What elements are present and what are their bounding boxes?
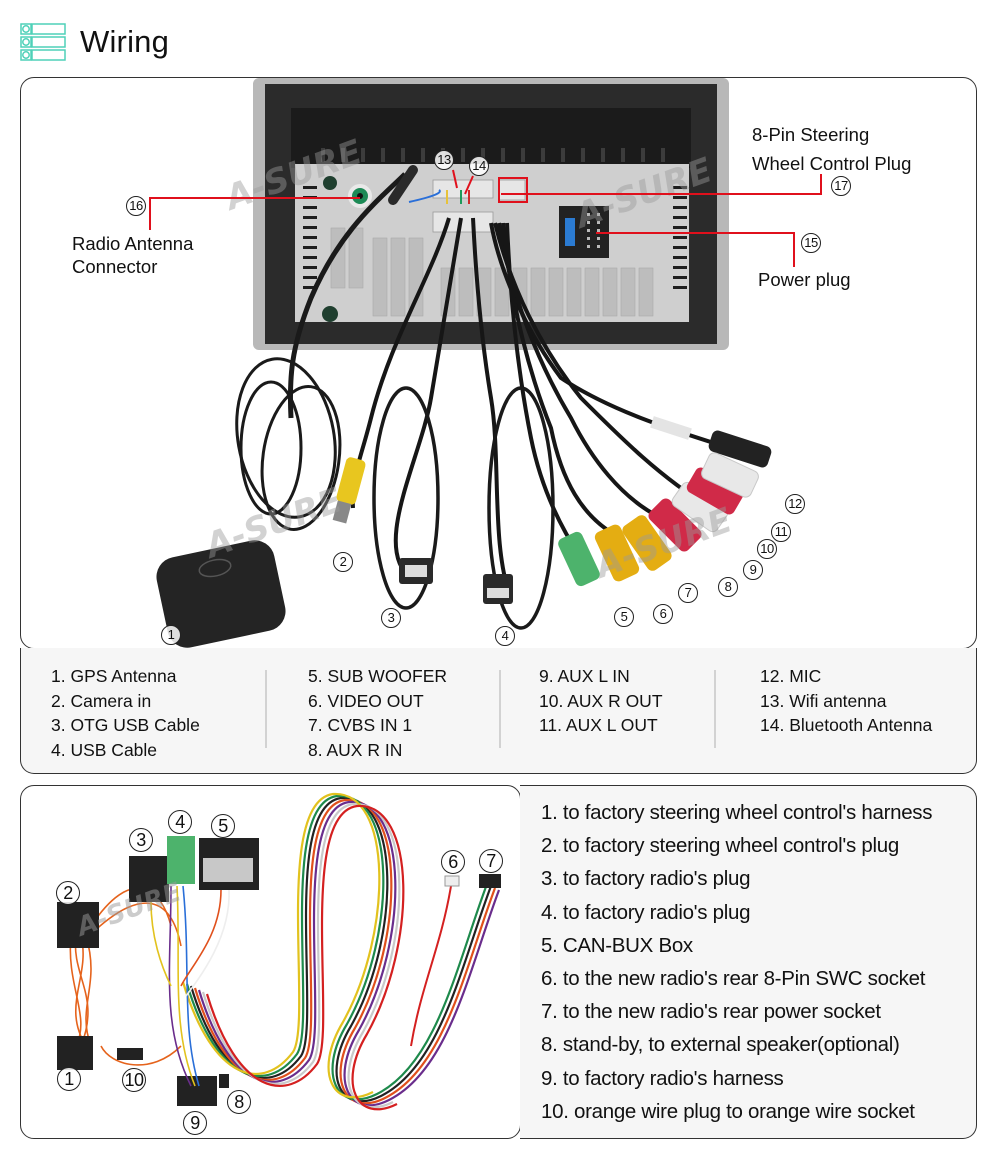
- harness-number-2: 2: [56, 881, 80, 905]
- part-number-2: 2: [333, 552, 353, 572]
- callout-number-16: 16: [126, 196, 146, 216]
- harness-number-4: 4: [168, 810, 192, 834]
- harness-list-item: 2. to factory steering wheel control's p…: [541, 834, 899, 858]
- legend-divider: [499, 670, 501, 748]
- legend-item: 1. GPS Antenna: [51, 666, 177, 686]
- callout-lines: [149, 169, 822, 267]
- legend-item: 4. USB Cable: [51, 739, 158, 760]
- harness-connections-list: 1. to factory steering wheel control's h…: [520, 785, 977, 1139]
- rca-plugs: [558, 452, 759, 587]
- legend-item: 2. Camera in: [51, 690, 152, 711]
- harness-number-7: 7: [479, 849, 503, 873]
- part-number-9: 9: [743, 560, 763, 580]
- power-plug-label: Power plug: [758, 269, 851, 290]
- callout-line-power-plug: [596, 232, 795, 267]
- part-number-7: 7: [678, 583, 698, 603]
- steering-plug-highlight: [498, 177, 528, 203]
- connector-8: [219, 1074, 229, 1088]
- harness-list-item: 9. to factory radio's harness: [541, 1066, 784, 1090]
- connector-7: [479, 874, 501, 888]
- mic-plug: [708, 430, 772, 468]
- head-unit-diagram: A-SURE A-SURE A-SURE A-SURE 16 Radio Ant…: [20, 77, 977, 649]
- harness-number-3: 3: [129, 828, 153, 852]
- harness-number-8: 8: [227, 1090, 251, 1114]
- callout-number-13: 13: [434, 150, 454, 170]
- harness-list-item: 8. stand-by, to external speaker(optiona…: [541, 1033, 900, 1057]
- legend-divider: [265, 670, 267, 748]
- connector-6: [444, 875, 460, 887]
- harness-diagram: A-SURE 1 2 3 4 5 6 7 8 9 10: [20, 785, 521, 1139]
- part-number-10: 10: [757, 539, 777, 559]
- connector-10: [117, 1048, 143, 1060]
- legend-column-3: 9. AUX L IN 10. AUX R OUT 11. AUX L OUT: [539, 664, 663, 738]
- parts-legend: 1. GPS Antenna 2. Camera in 3. OTG USB C…: [20, 648, 977, 774]
- steering-plug-label: 8-Pin Steering Wheel Control Plug: [752, 124, 912, 174]
- page-title: Wiring: [80, 24, 170, 59]
- legend-item: 9. AUX L IN: [539, 666, 630, 686]
- harness-list-item: 4. to factory radio's plug: [541, 900, 751, 924]
- harness-illustration: A-SURE: [57, 792, 501, 1111]
- part-number-6: 6: [653, 604, 673, 624]
- part-number-4: 4: [495, 626, 515, 646]
- head-unit-illustration: A-SURE A-SURE A-SURE A-SURE: [149, 78, 822, 648]
- harness-list-item: 3. to factory radio's plug: [541, 867, 751, 891]
- legend-column-1: 1. GPS Antenna 2. Camera in 3. OTG USB C…: [51, 664, 200, 762]
- part-number-5: 5: [614, 607, 634, 627]
- callout-number-17: 17: [831, 176, 851, 196]
- legend-item: 7. CVBS IN 1: [308, 715, 413, 735]
- legend-item: 3. OTG USB Cable: [51, 715, 200, 735]
- connector-3: [129, 856, 169, 902]
- part-number-1: 1: [161, 625, 181, 645]
- legend-column-2: 5. SUB WOOFER 6. VIDEO OUT 7. CVBS IN 1 …: [308, 664, 447, 762]
- legend-item: 8. AUX R IN: [308, 739, 403, 760]
- callout-line-steering-plug: [501, 174, 822, 195]
- harness-list-item: 5. CAN-BUX Box: [541, 933, 693, 957]
- legend-column-4: 12. MIC 13. Wifi antenna 14. Bluetooth A…: [760, 664, 932, 738]
- connector-2: [57, 902, 99, 948]
- harness-number-10: 10: [122, 1068, 146, 1092]
- legend-item: 12. MIC: [760, 666, 822, 686]
- connector-4: [167, 836, 195, 884]
- list-icon: [20, 23, 66, 61]
- harness-number-9: 9: [183, 1111, 207, 1135]
- part-number-3: 3: [381, 608, 401, 628]
- part-number-8: 8: [718, 577, 738, 597]
- radio-antenna-label: Radio Antenna Connector: [72, 233, 194, 277]
- legend-item: 14. Bluetooth Antenna: [760, 715, 933, 735]
- harness-list-item: 1. to factory steering wheel control's h…: [541, 801, 933, 824]
- legend-item: 13. Wifi antenna: [760, 690, 887, 711]
- harness-number-1: 1: [57, 1067, 81, 1091]
- gps-antenna: [156, 540, 286, 648]
- callout-number-14: 14: [469, 156, 489, 176]
- callout-line-radio-antenna: [149, 197, 360, 230]
- part-number-11: 11: [771, 522, 791, 542]
- legend-item: 10. AUX R OUT: [539, 690, 663, 711]
- connector-1: [57, 1036, 93, 1070]
- legend-item: 5. SUB WOOFER: [308, 666, 448, 686]
- legend-divider: [714, 670, 716, 748]
- steering-plug-connector: [498, 179, 526, 201]
- legend-item: 6. VIDEO OUT: [308, 690, 424, 711]
- harness-list-item: 10. orange wire plug to orange wire sock…: [541, 1099, 915, 1123]
- harness-list-item: 7. to the new radio's rear power socket: [541, 1000, 881, 1024]
- page-header: Wiring: [20, 22, 169, 62]
- callout-number-15: 15: [801, 233, 821, 253]
- legend-item: 11. AUX L OUT: [539, 715, 658, 735]
- watermark: A-SURE: [71, 877, 185, 943]
- harness-number-5: 5: [211, 814, 235, 838]
- part-number-12: 12: [785, 494, 805, 514]
- camera-rca: [336, 457, 366, 505]
- harness-number-6: 6: [441, 850, 465, 874]
- harness-list-item: 6. to the new radio's rear 8-Pin SWC soc…: [541, 967, 926, 991]
